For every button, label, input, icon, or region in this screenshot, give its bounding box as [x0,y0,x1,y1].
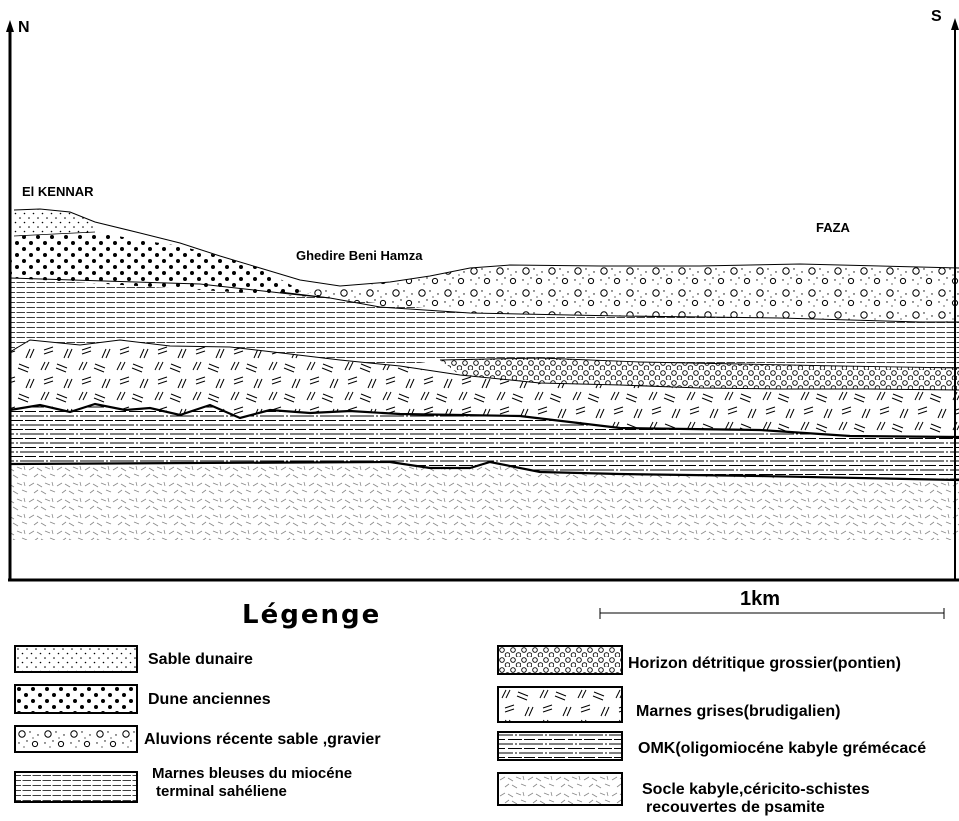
north-arrow-icon [6,20,14,32]
layer-sable-dunaire [14,209,95,236]
scale-bar-label: 1km [740,588,780,611]
legend-swatch-aluvions [14,725,138,753]
legend-label-marnes-bleuses-line2: terminal sahéliene [156,783,287,800]
legend-title: Légenge [242,600,381,630]
south-label: S [931,8,942,26]
location-ghedire-beni-hamza: Ghedire Beni Hamza [296,248,422,263]
legend-swatch-omk [497,731,623,761]
legend-swatch-marnes-bleuses [14,771,138,803]
location-el-kennar: El KENNAR [22,184,94,199]
legend-label-socle-kabyle-line2: recouvertes de psamite [646,799,825,816]
legend-label-socle-kabyle: Socle kabyle,céricito-schistes [642,781,870,798]
legend-label-marnes-bleuses: Marnes bleuses du miocéne [152,765,352,782]
south-arrow-icon [951,18,959,30]
north-label: N [18,19,30,37]
legend-label-aluvions: Aluvions récente sable ,gravier [144,731,381,748]
legend-swatch-sable-dunaire [14,645,138,673]
legend-label-marnes-grises: Marnes grises(brudigalien) [636,703,841,720]
legend-label-sable-dunaire: Sable dunaire [148,651,253,668]
location-faza: FAZA [816,220,850,235]
legend-swatch-marnes-grises [497,686,623,723]
legend-swatch-dune-anciennes [14,684,138,714]
legend-label-omk: OMK(oligomiocéne kabyle grémécacé [638,740,926,757]
legend-swatch-horizon-detritique [497,645,623,675]
legend-swatch-socle-kabyle [497,772,623,806]
legend-label-horizon-detritique: Horizon détritique grossier(pontien) [628,655,901,672]
legend-label-dune-anciennes: Dune anciennes [148,691,271,708]
